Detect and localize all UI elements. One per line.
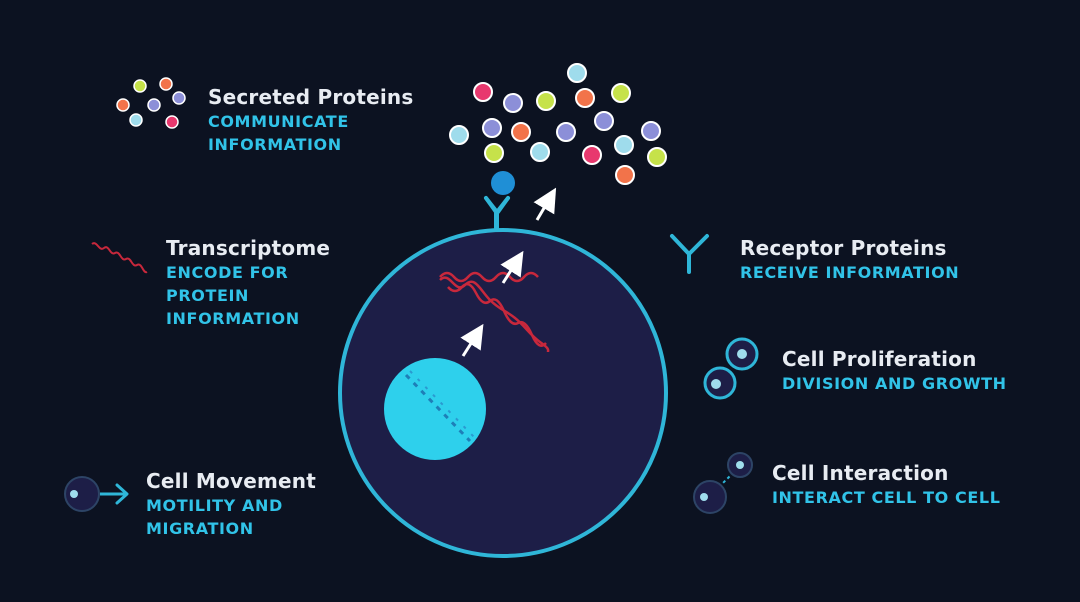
interacting-cells-icon — [693, 452, 753, 514]
receptor-y-icon — [670, 234, 709, 274]
transcriptome-sub-line: INFORMATION — [166, 309, 300, 328]
cell-movement-sub-line: MOTILITY AND — [146, 496, 283, 515]
receptor-proteins-title: Receptor Proteins — [740, 236, 947, 260]
receptor-proteins-label: Receptor Proteins RECEIVE INFORMATION — [740, 236, 959, 284]
cell-movement-subtitle: MOTILITY AND MIGRATION — [146, 494, 316, 540]
rna-strand-icon — [439, 276, 550, 353]
arrow-icon — [533, 187, 557, 221]
secreted-proteins-title: Secreted Proteins — [208, 85, 414, 109]
cell-interaction-sub-line: INTERACT CELL TO CELL — [772, 488, 1001, 507]
cell-interaction-label: Cell Interaction INTERACT CELL TO CELL — [772, 461, 1001, 509]
secreted-proteins-label: Secreted Proteins COMMUNICATE INFORMATIO… — [208, 85, 413, 156]
cell-movement-sub-line: MIGRATION — [146, 519, 254, 538]
transcriptome-title: Transcriptome — [166, 236, 331, 260]
transcriptome-sub-line: ENCODE FOR — [166, 263, 289, 282]
rna-strand-icon — [91, 242, 148, 274]
receptor-proteins-sub-line: RECEIVE INFORMATION — [740, 263, 960, 282]
transcriptome-sub-line: PROTEIN — [166, 286, 250, 305]
secreted-proteins-sub-line: COMMUNICATE — [208, 112, 349, 131]
receptor-y-icon — [484, 171, 515, 232]
moving-cell-icon — [64, 476, 129, 512]
main-cell — [338, 228, 668, 558]
secreted-proteins-subtitle: COMMUNICATE INFORMATION — [208, 110, 413, 156]
cell-movement-title: Cell Movement — [146, 469, 316, 493]
protein-dots-icon — [116, 77, 186, 129]
cell-interaction-title: Cell Interaction — [772, 461, 949, 485]
cell-movement-label: Cell Movement MOTILITY AND MIGRATION — [146, 469, 316, 540]
cell-interaction-subtitle: INTERACT CELL TO CELL — [772, 486, 1001, 509]
secreted-protein-cloud — [449, 63, 667, 185]
transcriptome-label: Transcriptome ENCODE FOR PROTEIN INFORMA… — [166, 236, 330, 330]
arrow-icon — [500, 250, 524, 284]
arrow-icon — [460, 323, 484, 357]
cell-proliferation-subtitle: DIVISION AND GROWTH — [782, 372, 1007, 395]
cell-proliferation-title: Cell Proliferation — [782, 347, 977, 371]
dna-strand-icon — [404, 370, 475, 443]
transcriptome-subtitle: ENCODE FOR PROTEIN INFORMATION — [166, 261, 330, 330]
cell-proliferation-label: Cell Proliferation DIVISION AND GROWTH — [782, 347, 1007, 395]
secreted-proteins-sub-line: INFORMATION — [208, 135, 342, 154]
nucleus — [384, 358, 486, 460]
receptor-proteins-subtitle: RECEIVE INFORMATION — [740, 261, 959, 284]
cell-proliferation-sub-line: DIVISION AND GROWTH — [782, 374, 1007, 393]
dividing-cell-icon — [703, 337, 759, 400]
